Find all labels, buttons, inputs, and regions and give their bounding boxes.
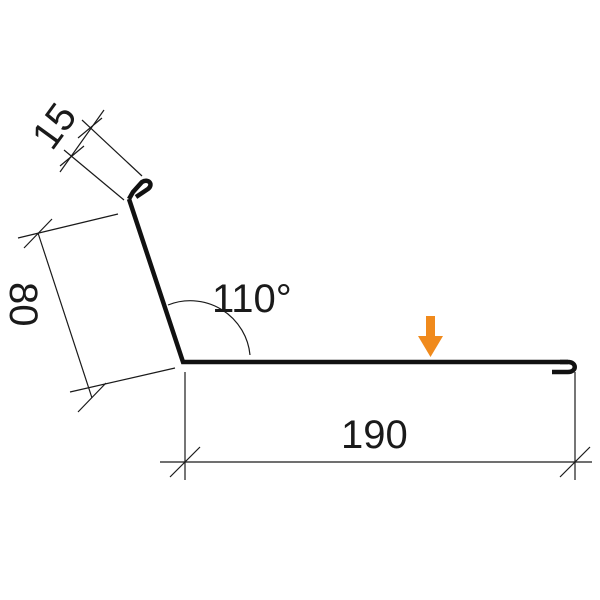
profile-line [126, 198, 568, 365]
flange-dimension: 80 [1, 213, 176, 413]
flange-extension-top [17, 213, 119, 239]
base-label: 190 [341, 413, 408, 457]
hem-label: 15 [24, 95, 86, 157]
base-dimension: 190 [160, 372, 592, 480]
hem-tick-a [77, 117, 103, 139]
flange-tick-bottom [77, 382, 107, 413]
arrow-shaft [426, 316, 435, 338]
hem-dimension-line [59, 109, 105, 173]
hem-tick-b [59, 145, 85, 167]
angle-label: 110° [212, 277, 292, 321]
hem-dimension: 15 [24, 95, 143, 201]
profile [126, 178, 577, 375]
hem-extension-a [81, 119, 143, 177]
top-hem [127, 178, 153, 201]
base-tick-left [169, 446, 201, 478]
down-arrow-icon [418, 316, 443, 357]
right-hem [552, 359, 577, 375]
flange-extension-bottom [69, 367, 176, 393]
flange-tick-top [23, 218, 53, 249]
flange-label: 80 [1, 282, 45, 327]
hem-extension-b [63, 149, 125, 201]
angle-arc [167, 300, 251, 356]
base-tick-right [559, 446, 591, 478]
arrow-head [418, 336, 443, 357]
flange-dimension-line [37, 232, 93, 399]
